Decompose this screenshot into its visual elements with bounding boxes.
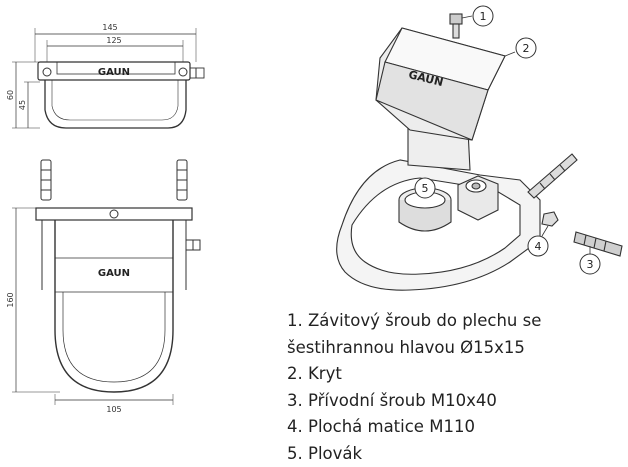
dim-height-bowl: 45 [18, 100, 27, 110]
callout-5: 5 [414, 177, 436, 199]
top-view [12, 159, 201, 405]
callout-1-label: 1 [480, 10, 487, 23]
callout-2-label: 2 [523, 42, 530, 55]
callout-3: 3 [579, 246, 601, 275]
isometric-view [336, 13, 623, 291]
callout-3-label: 3 [587, 258, 594, 271]
callout-1: 1 [461, 5, 494, 27]
dim-length: 160 [6, 292, 15, 307]
legend-line: 1. Závitový šroub do plechu se [287, 311, 542, 330]
legend-line: 5. Plovák [287, 443, 363, 463]
callout-2: 2 [504, 37, 537, 59]
legend-line: 2. Kryt [287, 364, 342, 383]
parts-legend: 1. Závitový šroub do plechu se šestihran… [287, 308, 622, 467]
dim-inner-width: 125 [106, 36, 121, 45]
dim-height-total: 60 [6, 90, 15, 100]
legend-line: 4. Plochá matice M110 [287, 417, 475, 436]
dim-overall-width: 145 [102, 23, 117, 32]
callout-4: 4 [527, 225, 549, 257]
brand-top: GAUN [98, 268, 130, 279]
callout-4-label: 4 [535, 240, 542, 253]
dim-bottom-width: 105 [106, 405, 121, 414]
legend-line: šestihrannou hlavou Ø15x15 [287, 337, 525, 357]
front-view [12, 28, 205, 129]
brand-front: GAUN [98, 67, 130, 78]
callout-5-label: 5 [422, 182, 429, 195]
legend-line: 3. Přívodní šroub M10x40 [287, 390, 497, 410]
